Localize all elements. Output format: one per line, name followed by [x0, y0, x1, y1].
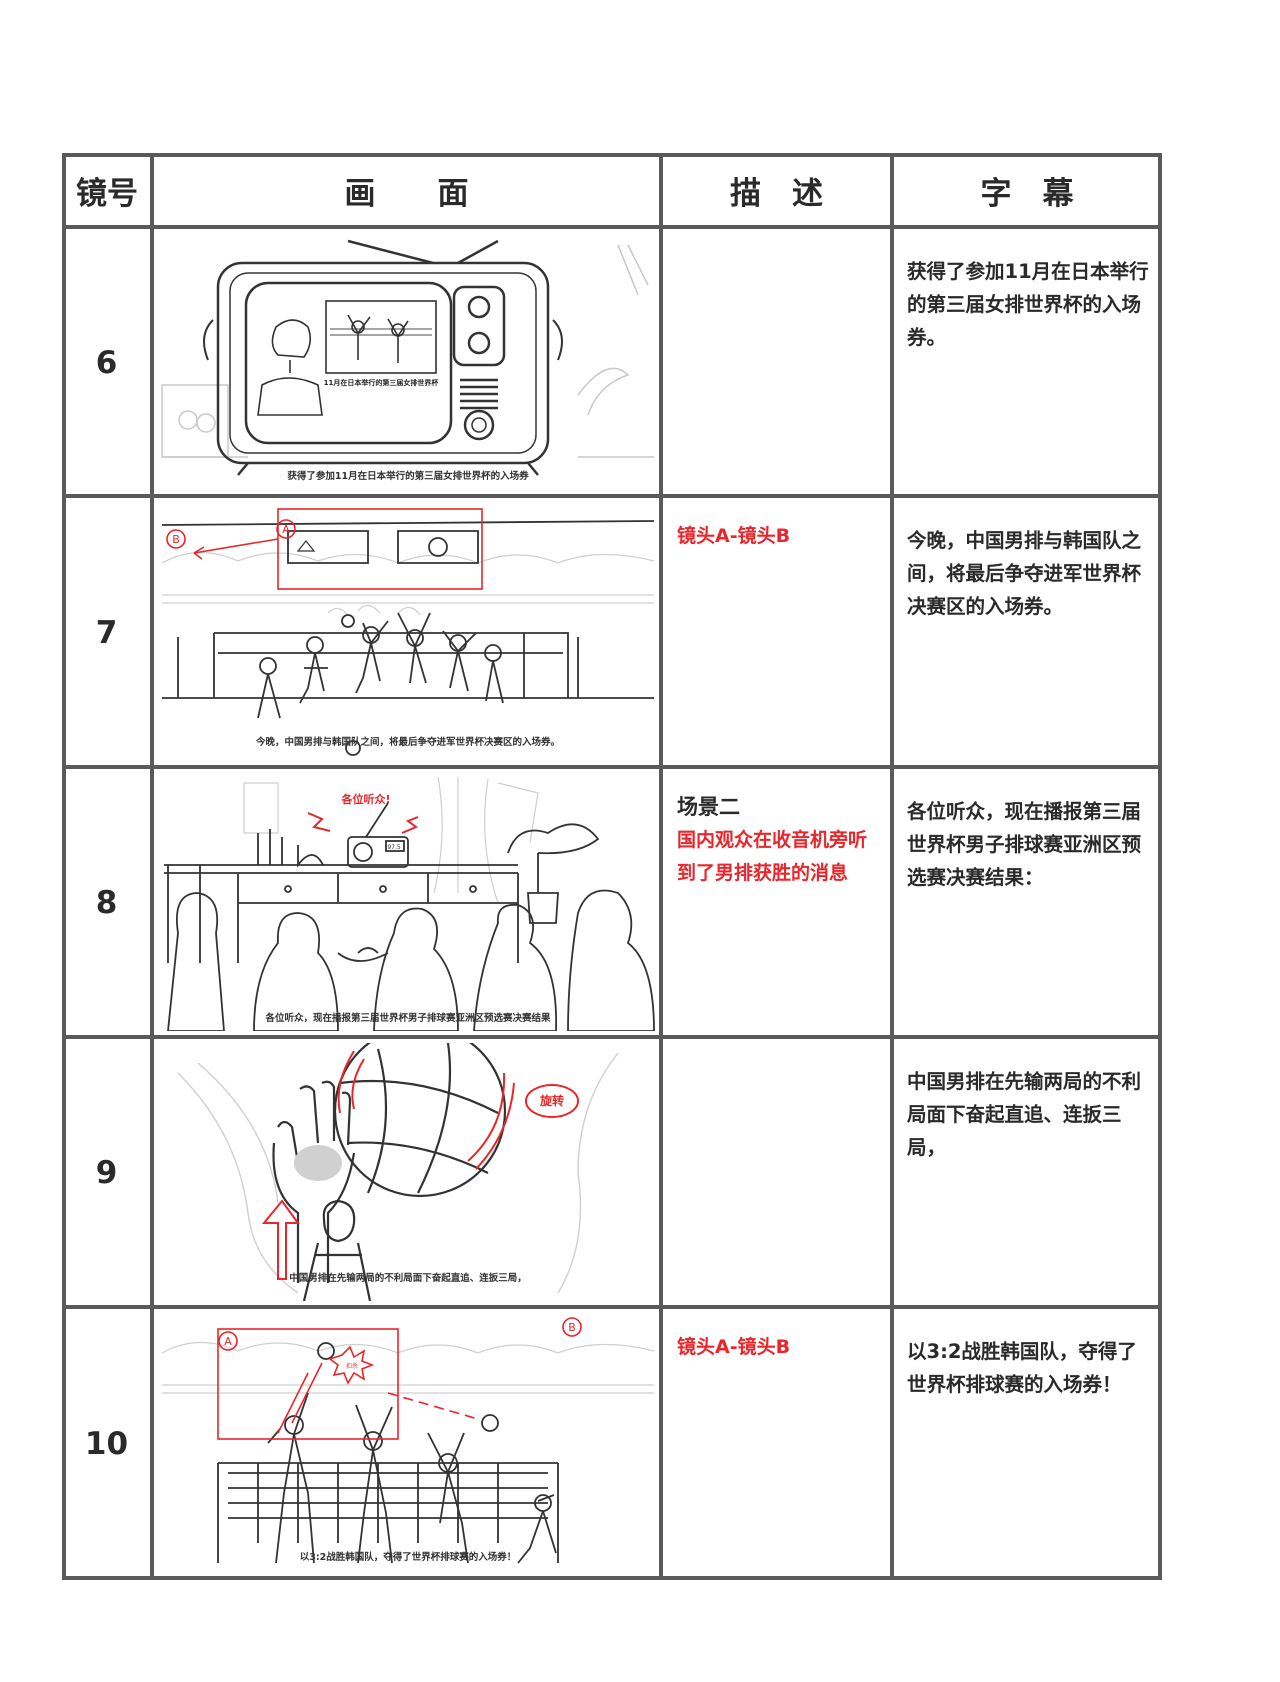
frame-sketch-arena: A B 今晚，中国男排与韩国队之间，将最后争夺进军世界杯决赛区的入场券。 [158, 503, 658, 761]
header-shot: 镜号 [76, 175, 138, 212]
mark-a: A [282, 523, 290, 536]
frame-sketch-radio-room: 各位听众! 97.5 各位听众，现在播报第三届世界杯男子排球赛亚洲区预选赛决赛结… [158, 773, 658, 1031]
description-camera-note: 镜头A-镜头B [677, 1336, 791, 1358]
shot-number: 10 [84, 1425, 129, 1462]
storyboard-table: 镜号 画 面 描 述 字 幕 6 [62, 153, 1162, 1580]
description-cell [665, 1039, 890, 1307]
subtitle-text: 各位听众，现在播报第三届世界杯男子排球赛亚洲区预选赛决赛结果： [907, 800, 1142, 889]
subtitle-text: 中国男排在先输两局的不利局面下奋起直追、连扳三局， [907, 1070, 1142, 1159]
frame-callout: 旋转 [539, 1093, 564, 1108]
description-cell: 镜头A-镜头B [665, 498, 890, 767]
mark-b: B [568, 1321, 576, 1334]
frame-sketch-final-point: A B 扣杀 以3:2战胜韩国队，夺得了世界杯排球赛的入场券！ [158, 1313, 658, 1571]
header-frame: 画 面 [344, 175, 469, 212]
table-grid [62, 153, 1162, 1580]
mark-a: A [224, 1335, 232, 1348]
subtitle-text: 获得了参加11月在日本举行的第三届女排世界杯的入场券。 [907, 260, 1149, 349]
frame-caption: 中国男排在先输两局的不利局面下奋起直追、连扳三局， [289, 1272, 527, 1284]
shot-number: 7 [95, 614, 118, 651]
description-cell [665, 229, 890, 496]
mark-b: B [172, 533, 180, 546]
frame-callout: 各位听众! [340, 792, 390, 806]
subtitle-text: 以3:2战胜韩国队，夺得了世界杯排球赛的入场券！ [907, 1340, 1137, 1396]
description-scene-detail: 国内观众在收音机旁听到了男排获胜的消息 [677, 829, 868, 884]
frame-caption: 获得了参加11月在日本举行的第三届女排世界杯的入场券 [286, 470, 529, 482]
shot-number: 9 [95, 1155, 118, 1191]
header-description: 描 述 [730, 175, 823, 212]
description-camera-note: 镜头A-镜头B [677, 525, 791, 547]
shot-number: 6 [95, 344, 118, 381]
subtitle-text: 今晚，中国男排与韩国队之间，将最后争夺进军世界杯决赛区的入场券。 [907, 529, 1142, 618]
frame-sketch-spike: 旋转 中国男排在先输两局的不利局面下奋起直追、连扳三局， [158, 1043, 658, 1301]
description-cell: 场景二 国内观众在收音机旁听到了男排获胜的消息 [665, 769, 890, 1037]
description-scene: 场景二 [677, 795, 740, 819]
frame-inset-text: 11月在日本举行的第三届女排世界杯 [324, 378, 440, 387]
description-cell: 镜头A-镜头B [665, 1309, 890, 1578]
frame-caption: 今晚，中国男排与韩国队之间，将最后争夺进军世界杯决赛区的入场券。 [255, 736, 560, 748]
radio-display: 97.5 [387, 844, 401, 851]
header-subtitle: 字 幕 [980, 175, 1074, 212]
shot-number: 8 [95, 885, 118, 921]
frame-caption: 各位听众，现在播报第三届世界杯男子排球赛亚洲区预选赛决赛结果 [264, 1012, 551, 1024]
frame-callout: 扣杀 [346, 1362, 358, 1370]
frame-caption: 以3:2战胜韩国队，夺得了世界杯排球赛的入场券！ [300, 1551, 517, 1563]
frame-sketch-tv: 11月在日本举行的第三届女排世界杯 获得了参加11月在日本举行的第三届女排世界杯… [158, 235, 658, 491]
